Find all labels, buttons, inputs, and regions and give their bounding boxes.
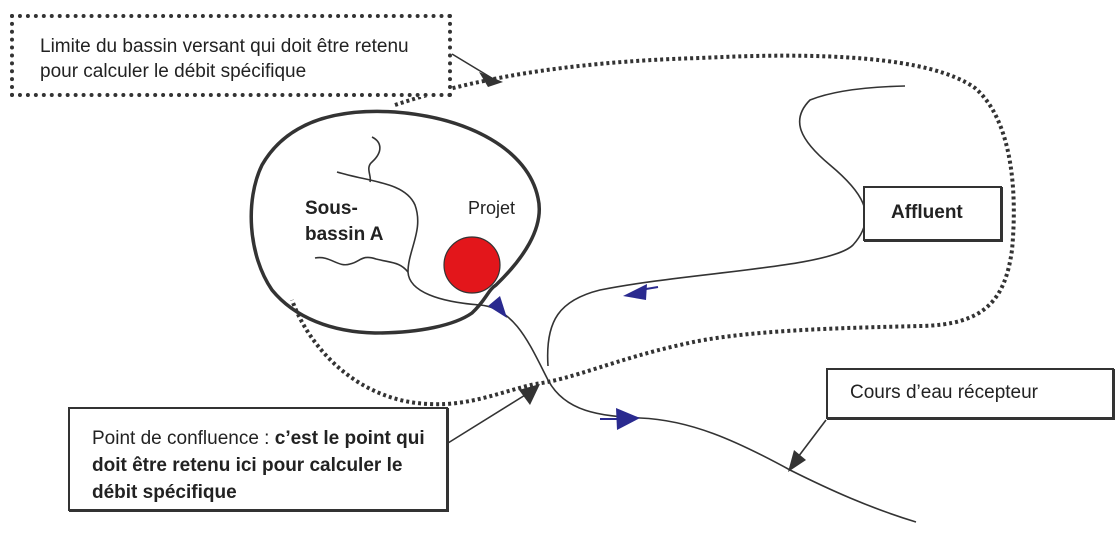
project-label: Projet bbox=[468, 198, 516, 218]
flow-arrow-icon bbox=[616, 408, 640, 430]
flow-arrow-icon bbox=[488, 296, 507, 318]
pointer-confluence-line bbox=[447, 391, 531, 444]
tributary bbox=[546, 85, 906, 367]
receiving-stream-label-box: Cours d’eau récepteur bbox=[826, 368, 1114, 419]
pointer-cours-arrowhead bbox=[788, 450, 806, 472]
confluence-callout: Point de confluence : c’est le point qui… bbox=[68, 407, 448, 511]
pointer-limite-line bbox=[451, 53, 496, 81]
stream-top bbox=[368, 136, 381, 183]
receiving-stream-label: Cours d’eau récepteur bbox=[850, 382, 1038, 403]
tributary-label: Affluent bbox=[891, 202, 963, 223]
sub-basin-label: Sous-bassin A bbox=[305, 198, 384, 245]
stream-left bbox=[314, 256, 409, 273]
boundary-callout-text: Limite du bassin versant qui doit être r… bbox=[40, 36, 409, 82]
flow-arrow-tail bbox=[639, 286, 659, 291]
sub-basin-boundary bbox=[249, 109, 541, 335]
confluence-callout-emphasis: c’est le point qui doit être retenu ici … bbox=[92, 428, 425, 503]
project-marker-icon bbox=[443, 236, 501, 294]
tributary-label-box: Affluent bbox=[863, 186, 1002, 241]
boundary-callout: Limite du bassin versant qui doit être r… bbox=[10, 14, 452, 97]
pointer-limite-arrowhead bbox=[479, 72, 503, 87]
watershed-boundary bbox=[290, 53, 1016, 407]
confluence-callout-prefix: Point de confluence : bbox=[92, 428, 275, 449]
flow-arrow-icon bbox=[623, 284, 647, 300]
pointer-confluence-arrowhead bbox=[519, 384, 540, 405]
